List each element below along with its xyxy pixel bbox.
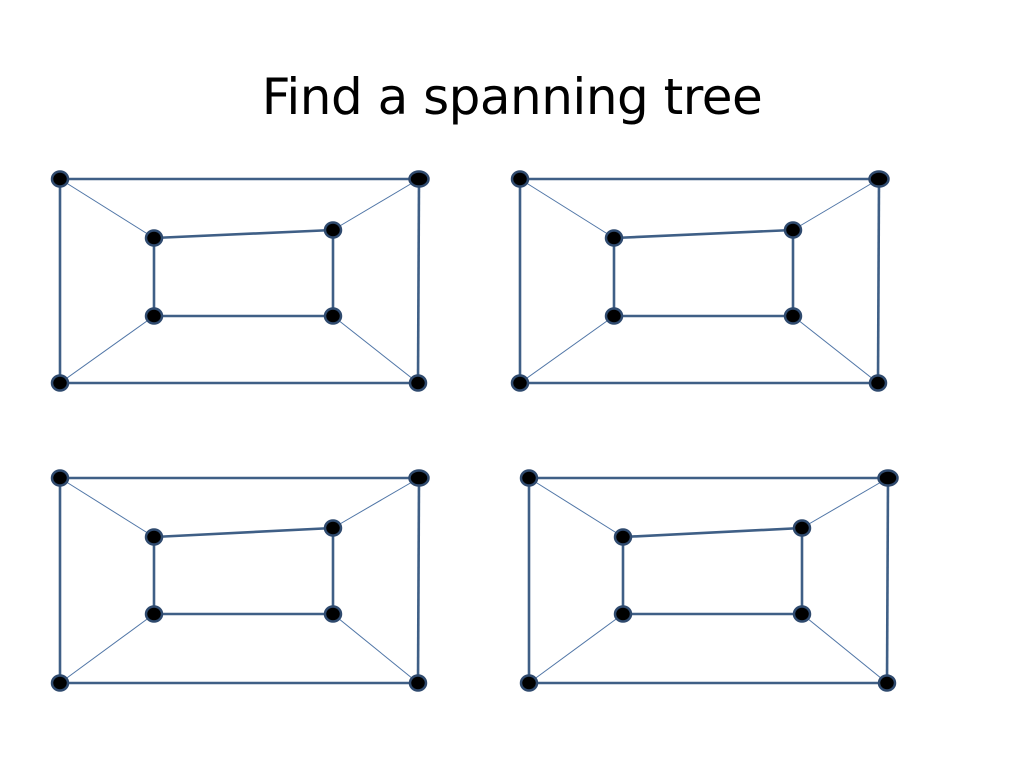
slide-title: Find a spanning tree xyxy=(261,68,763,126)
inner-edge xyxy=(622,526,803,539)
vertex-outer-bl xyxy=(510,374,530,392)
spoke-edge xyxy=(519,315,615,384)
graph-top-right xyxy=(510,170,890,392)
outer-edge xyxy=(416,477,421,684)
vertex-outer-br xyxy=(877,674,897,692)
spoke-edge xyxy=(332,315,419,384)
spoke-edge xyxy=(59,315,155,384)
vertex-inner-br xyxy=(323,307,343,325)
vertex-outer-tr xyxy=(868,170,890,188)
vertex-inner-br xyxy=(323,605,343,623)
spoke-edge xyxy=(801,477,889,529)
vertex-outer-tl xyxy=(510,170,530,188)
outer-edge xyxy=(876,178,881,384)
vertex-outer-br xyxy=(868,374,888,392)
spoke-edge xyxy=(792,315,879,384)
vertex-inner-br xyxy=(792,605,812,623)
vertex-outer-bl xyxy=(50,674,70,692)
spoke-edge xyxy=(59,178,155,239)
inner-edge xyxy=(153,228,334,240)
vertex-inner-tl xyxy=(613,528,633,546)
vertex-inner-tl xyxy=(144,528,164,546)
vertex-inner-bl xyxy=(604,307,624,325)
vertex-inner-tl xyxy=(604,229,624,247)
vertex-inner-tl xyxy=(144,229,164,247)
vertex-inner-br xyxy=(783,307,803,325)
graph-bottom-left xyxy=(50,469,430,692)
outer-edge xyxy=(885,477,890,684)
vertex-outer-tl xyxy=(50,469,70,487)
vertex-outer-tr xyxy=(408,170,430,188)
inner-edge xyxy=(613,228,794,240)
spoke-edge xyxy=(332,613,419,684)
spoke-edge xyxy=(519,178,615,239)
vertex-inner-tr xyxy=(323,519,343,537)
spoke-edge xyxy=(59,613,155,684)
spoke-edge xyxy=(528,477,624,538)
inner-edge xyxy=(153,526,334,539)
vertex-outer-tr xyxy=(408,469,430,487)
spoke-edge xyxy=(332,178,420,231)
spoke-edge xyxy=(59,477,155,538)
spoke-edge xyxy=(801,613,888,684)
vertex-outer-bl xyxy=(50,374,70,392)
vertex-inner-bl xyxy=(144,605,164,623)
vertex-inner-bl xyxy=(144,307,164,325)
vertex-outer-tr xyxy=(877,469,899,487)
graph-bottom-right xyxy=(519,469,899,692)
vertex-outer-bl xyxy=(519,674,539,692)
vertex-outer-tl xyxy=(519,469,539,487)
vertex-outer-tl xyxy=(50,170,70,188)
vertex-outer-br xyxy=(408,374,428,392)
vertex-inner-tr xyxy=(783,221,803,239)
vertex-inner-tr xyxy=(323,221,343,239)
spoke-edge xyxy=(528,613,624,684)
outer-edge xyxy=(416,178,421,384)
graph-top-left xyxy=(50,170,430,392)
spoke-edge xyxy=(792,178,880,231)
vertex-inner-tr xyxy=(792,519,812,537)
vertex-outer-br xyxy=(408,674,428,692)
vertex-inner-bl xyxy=(613,605,633,623)
spoke-edge xyxy=(332,477,420,529)
